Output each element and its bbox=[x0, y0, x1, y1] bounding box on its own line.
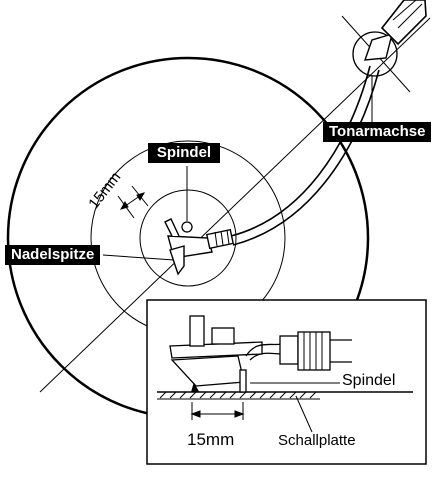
inset-arm-tube bbox=[330, 339, 352, 363]
inset-mount-block bbox=[211, 327, 235, 345]
label-spindel-top: Spindel bbox=[148, 143, 220, 163]
label-schallplatte: Schallplatte bbox=[278, 432, 356, 449]
inset-schallplatte-pointer bbox=[295, 395, 313, 433]
dimension-inset-arrow1 bbox=[190, 410, 201, 418]
tonearm-pivot bbox=[341, 0, 427, 124]
pivot-circle bbox=[352, 31, 398, 77]
headshell-finger-lift bbox=[164, 218, 180, 237]
dimension-top-arrow1 bbox=[119, 201, 129, 210]
label-tonarmachse: Tonarmachse bbox=[323, 122, 432, 142]
label-nadelspitze: Nadelspitze bbox=[5, 245, 101, 265]
cartridge-body bbox=[169, 245, 185, 276]
inset-collar bbox=[297, 331, 331, 371]
record-ring-inner bbox=[139, 189, 237, 287]
headshell-connector bbox=[205, 228, 235, 250]
spindle-circle bbox=[181, 221, 193, 233]
dimension-top-arrow2 bbox=[136, 192, 146, 201]
tonearm-bearing bbox=[363, 32, 393, 61]
alignment-line bbox=[39, 17, 431, 393]
label-spindel-inset: Spindel bbox=[342, 372, 396, 389]
connector-ribs bbox=[214, 229, 230, 247]
dimension-inset-arrow2 bbox=[234, 410, 245, 418]
headshell bbox=[164, 218, 235, 276]
tonearm-tube-outer bbox=[230, 65, 371, 237]
counterweight-grip bbox=[392, 0, 423, 29]
inset-connector bbox=[279, 335, 299, 365]
label-dimension-inset: 15mm bbox=[187, 430, 235, 449]
inset-spindle-pin bbox=[239, 369, 247, 393]
inset-record-hatching bbox=[159, 391, 317, 399]
inset-finger-lift bbox=[189, 315, 205, 347]
inset-cartridge bbox=[169, 315, 352, 393]
inset-panel bbox=[146, 299, 427, 465]
tonearm-tube bbox=[230, 65, 380, 246]
inset-stylus bbox=[191, 382, 200, 392]
tonearm-tube-inner bbox=[232, 69, 380, 246]
spindle-marker bbox=[181, 166, 193, 233]
inset-collar-ribs bbox=[303, 332, 323, 370]
dimension-top bbox=[117, 185, 149, 219]
dimension-inset bbox=[190, 402, 245, 420]
stylus-pointer-line bbox=[102, 254, 175, 261]
